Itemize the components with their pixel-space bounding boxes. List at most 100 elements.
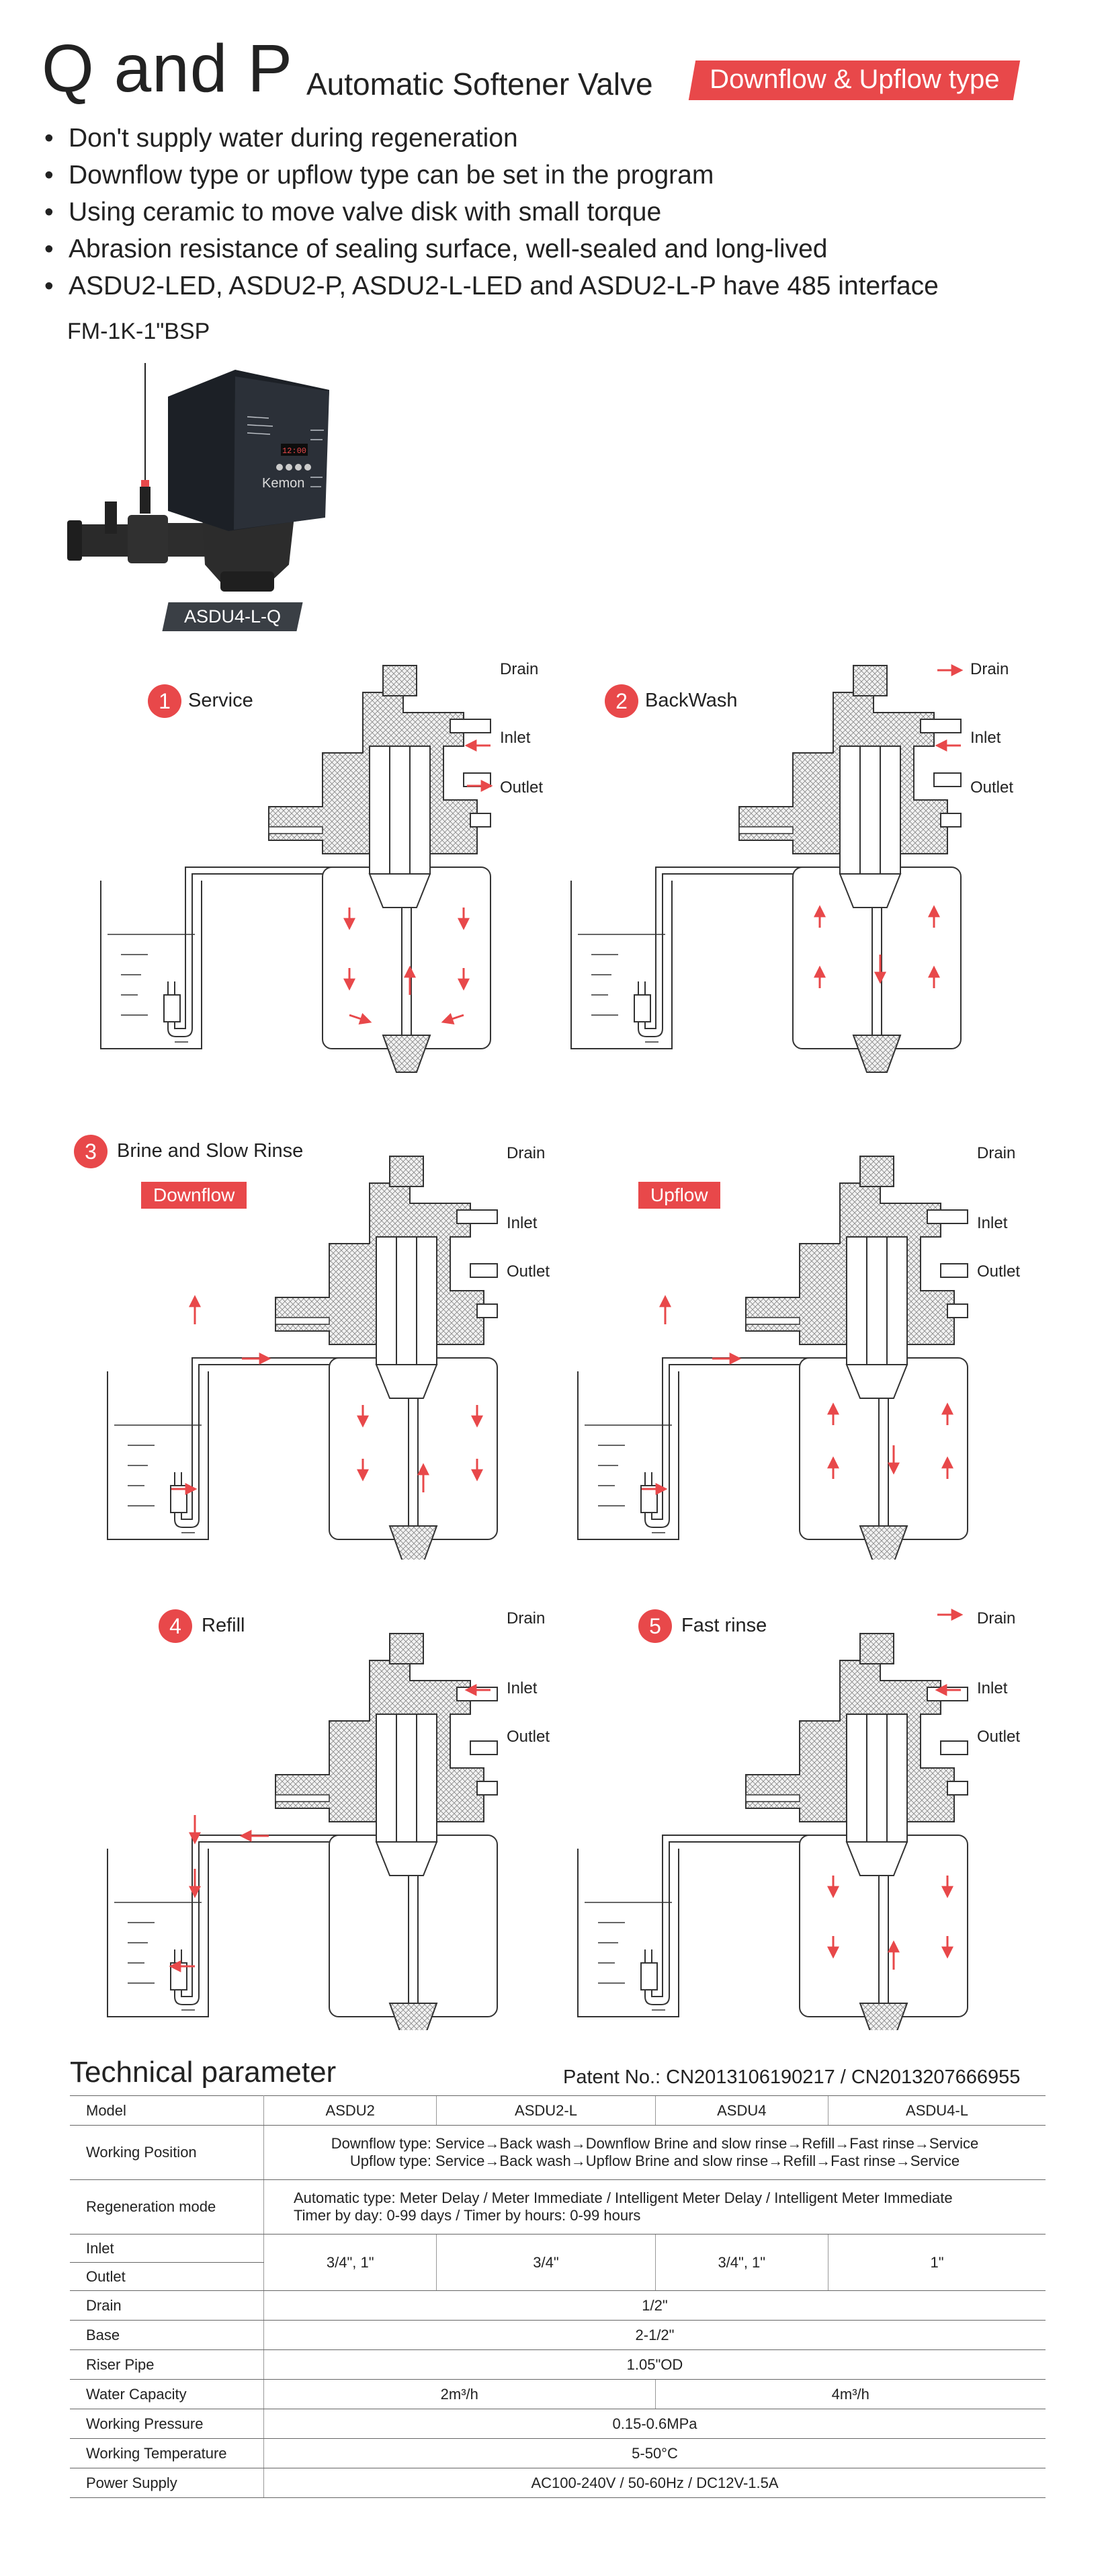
page-subtitle: Automatic Softener Valve: [306, 67, 653, 102]
table-row: Drain 1/2": [70, 2290, 1046, 2321]
backwash-flow-diagram: [570, 664, 964, 1073]
spec-line: Timer by day: 0-99 days / Timer by hours…: [294, 2207, 641, 2224]
drain-label: Drain: [970, 660, 1009, 678]
spec-table: Model ASDU2 ASDU2-L ASDU4 ASDU4-L Workin…: [70, 2095, 1046, 2498]
diagram-brine-upflow: Upflow Drain Inlet Outlet: [564, 1089, 1035, 1560]
table-row: Working Pressure 0.15-0.6MPa: [70, 2409, 1046, 2439]
spec-cell: 3/4", 1": [263, 2234, 437, 2291]
refill-flow-diagram: [107, 1633, 498, 2030]
spec-key: Base: [70, 2320, 264, 2350]
drain-label: Drain: [507, 1144, 546, 1162]
spec-key: Inlet: [70, 2234, 264, 2263]
drain-label: Drain: [977, 1609, 1016, 1627]
step-number: 4: [159, 1609, 192, 1643]
inlet-label: Inlet: [977, 1679, 1008, 1697]
page-title: Q and P: [42, 31, 293, 106]
step-number: 2: [605, 684, 638, 718]
spec-key: Outlet: [70, 2262, 264, 2291]
step-number: 1: [148, 684, 181, 718]
diagram-refill: 4 Refill Drain Inlet Outlet: [67, 1560, 551, 2030]
fast-rinse-flow-diagram: [577, 1609, 968, 2030]
outlet-label: Outlet: [507, 1262, 550, 1281]
inlet-label: Inlet: [500, 729, 531, 747]
spec-cell: 3/4": [436, 2234, 656, 2291]
spec-cell: 5-50°C: [263, 2438, 1046, 2468]
feature-item: Downflow type or upflow type can be set …: [44, 157, 939, 194]
spec-cell: 1.05"OD: [263, 2349, 1046, 2380]
mode-tag-downflow: Downflow: [141, 1182, 247, 1209]
spec-key: Drain: [70, 2290, 264, 2321]
inlet-label: Inlet: [507, 1214, 538, 1232]
brine-upflow-diagram: [577, 1156, 968, 1560]
table-row: Water Capacity 2m³/h 4m³/h: [70, 2379, 1046, 2409]
spec-key: Model: [70, 2095, 264, 2126]
spec-key: Water Capacity: [70, 2379, 264, 2409]
table-row: Outlet: [70, 2262, 1046, 2291]
spec-key: Power Supply: [70, 2468, 264, 2498]
step-number: 3: [74, 1135, 108, 1168]
spec-cell: Automatic type: Meter Delay / Meter Imme…: [263, 2179, 1046, 2235]
drain-label: Drain: [500, 660, 539, 678]
spec-line: Upflow type: Service→Back wash→Upflow Br…: [349, 2152, 960, 2169]
type-tag-label: Downflow & Upflow type: [710, 65, 1000, 94]
spec-cell: 2m³/h: [263, 2379, 656, 2409]
outlet-label: Outlet: [977, 1262, 1021, 1281]
brand-logo: Kemon: [262, 476, 304, 491]
inlet-label: Inlet: [970, 729, 1001, 747]
spec-line: Downflow type: Service→Back wash→Downflo…: [331, 2135, 979, 2152]
spec-cell: ASDU4: [654, 2095, 828, 2126]
table-row: Riser Pipe 1.05"OD: [70, 2349, 1046, 2380]
step-label: Brine and Slow Rinse: [117, 1140, 304, 1162]
feature-item: Using ceramic to move valve disk with sm…: [44, 194, 939, 231]
feature-item: Don't supply water during regeneration: [44, 120, 939, 157]
inlet-label: Inlet: [977, 1214, 1008, 1232]
diagram-service: 1 Service Drain Inlet Outlet: [94, 618, 543, 1089]
inlet-label: Inlet: [507, 1679, 538, 1697]
step-label: BackWash: [645, 690, 738, 711]
table-row: Power Supply AC100-240V / 50-60Hz / DC12…: [70, 2468, 1046, 2498]
outlet-label: Outlet: [500, 778, 544, 797]
spec-key: Riser Pipe: [70, 2349, 264, 2380]
spec-cell: ASDU4-L: [827, 2095, 1046, 2126]
spec-cell: 1/2": [263, 2290, 1046, 2321]
brine-downflow-diagram: [107, 1156, 498, 1560]
spec-cell: 4m³/h: [654, 2379, 1046, 2409]
outlet-label: Outlet: [970, 778, 1014, 797]
table-row: Working Position Downflow type: Service→…: [70, 2125, 1046, 2180]
spec-cell: AC100-240V / 50-60Hz / DC12V-1.5A: [263, 2468, 1046, 2498]
diagram-brine-downflow: 3 Brine and Slow Rinse Downflow Drain In…: [67, 1089, 551, 1560]
outlet-label: Outlet: [977, 1728, 1021, 1746]
spec-key: Working Temperature: [70, 2438, 264, 2468]
diagram-fast-rinse: 5 Fast rinse Drain Inlet Outlet: [564, 1560, 1035, 2030]
type-tag: Downflow & Upflow type: [688, 61, 1021, 100]
outlet-label: Outlet: [507, 1728, 550, 1746]
spec-cell: 2-1/2": [263, 2320, 1046, 2350]
step-label: Service: [188, 690, 253, 711]
drain-label: Drain: [507, 1609, 546, 1627]
spec-key: Working Pressure: [70, 2409, 264, 2439]
feature-item: ASDU2-LED, ASDU2-P, ASDU2-L-LED and ASDU…: [44, 268, 939, 305]
spec-cell: ASDU2-L: [436, 2095, 656, 2126]
spec-line: Automatic type: Meter Delay / Meter Imme…: [294, 2189, 953, 2206]
mode-tag-upflow: Upflow: [638, 1182, 720, 1209]
feature-item: Abrasion resistance of sealing surface, …: [44, 231, 939, 268]
spec-cell: Downflow type: Service→Back wash→Downflo…: [263, 2125, 1046, 2180]
feature-list: Don't supply water during regeneration D…: [44, 120, 939, 305]
spec-key: Regeneration mode: [70, 2179, 264, 2235]
display-readout: 12:00: [282, 446, 306, 456]
spec-key: Working Position: [70, 2125, 264, 2180]
drain-label: Drain: [977, 1144, 1016, 1162]
step-number: 5: [638, 1609, 672, 1643]
tech-title: Technical parameter: [70, 2056, 337, 2089]
spec-cell: ASDU2: [263, 2095, 437, 2126]
fitting-label: FM-1K-1"BSP: [67, 319, 210, 344]
service-flow-diagram: [100, 665, 493, 1073]
table-row: Model ASDU2 ASDU2-L ASDU4 ASDU4-L: [70, 2095, 1046, 2126]
product-image: 12:00 Kemon: [67, 363, 329, 592]
table-row: Base 2-1/2": [70, 2320, 1046, 2350]
spec-cell: 1": [827, 2234, 1046, 2291]
table-row: Inlet 3/4", 1" 3/4" 3/4", 1" 1": [70, 2234, 1046, 2291]
step-label: Fast rinse: [681, 1615, 767, 1636]
table-row: Regeneration mode Automatic type: Meter …: [70, 2179, 1046, 2235]
spec-cell: 3/4", 1": [654, 2234, 828, 2291]
